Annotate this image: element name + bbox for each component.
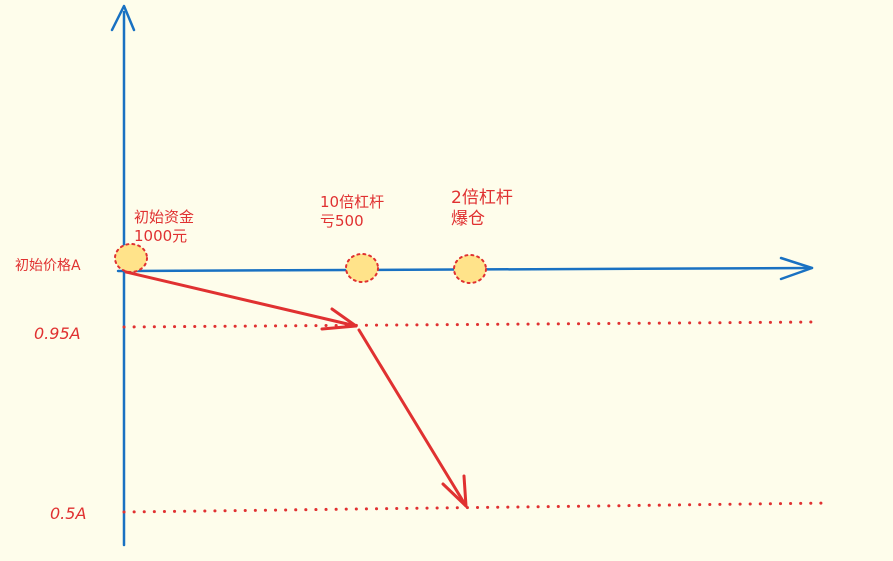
leverage10-line1: 10倍杠杆 xyxy=(320,193,385,211)
reference-line-095 xyxy=(122,320,818,329)
price-095-label: 0.95A xyxy=(34,324,81,343)
vertical-axis-arrowhead xyxy=(110,4,136,32)
marker-2x-leverage xyxy=(453,254,487,284)
leverage10-line2: 亏500 xyxy=(320,211,364,230)
reference-line-05 xyxy=(122,501,832,514)
leverage10-label: 10倍杠杆 亏500 xyxy=(320,193,384,231)
initial-capital-line2: 1000元 xyxy=(134,226,188,245)
initial-price-label: 初始价格A xyxy=(15,258,81,274)
horizontal-axis-arrowhead xyxy=(779,256,814,281)
leverage2-label: 2倍杠杆 爆仓 xyxy=(451,188,513,231)
drop-arrow-to-05 xyxy=(357,328,468,508)
drop-arrow-to-05-head xyxy=(441,474,468,508)
leverage2-line2: 爆仓 xyxy=(451,209,485,230)
initial-capital-line1: 初始资金 xyxy=(134,208,195,226)
drop-arrow-to-095 xyxy=(124,270,358,328)
drop-arrow-to-095-head xyxy=(320,307,358,331)
initial-capital-label: 初始资金 1000元 xyxy=(134,208,194,246)
price-05-label: 0.5A xyxy=(50,504,87,523)
marker-initial-capital xyxy=(114,243,148,273)
leverage2-line1: 2倍杠杆 xyxy=(451,188,513,208)
marker-10x-leverage xyxy=(345,253,379,283)
